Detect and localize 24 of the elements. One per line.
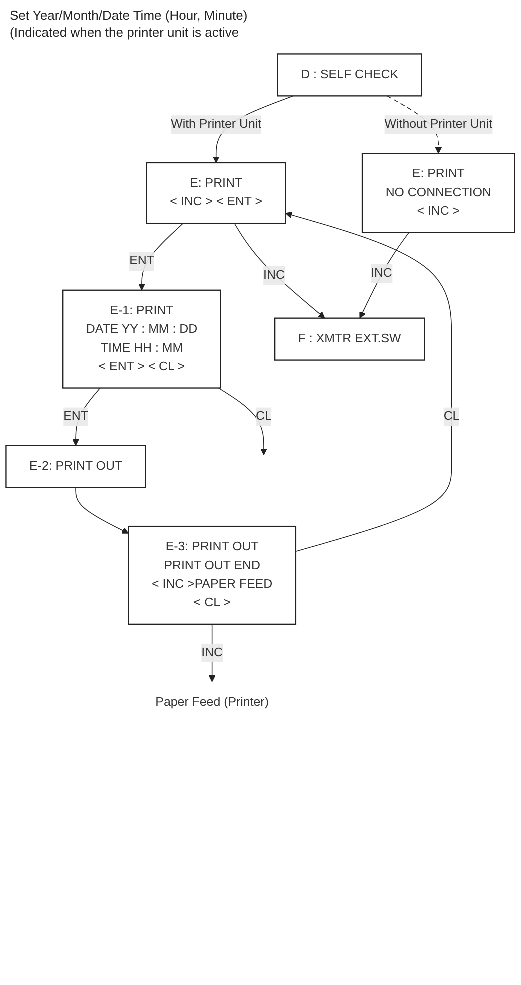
node-box: E-2: PRINT OUT	[6, 445, 146, 488]
node-box: F : XMTR EXT.SW	[274, 318, 426, 361]
edge-label: With Printer Unit	[171, 118, 262, 132]
node-box: E-1: PRINT DATE YY : MM : DD TIME HH : MM < ENT > < CL >	[62, 290, 222, 389]
node-box: E-3: PRINT OUT PRINT OUT END < INC >PAPER FEED < CL >	[128, 526, 297, 626]
edge-label: INC	[202, 646, 224, 660]
node-box: E: PRINT < INC > < ENT >	[146, 162, 286, 224]
edge-label: INC	[264, 268, 285, 282]
arrow	[76, 487, 129, 534]
arrow	[286, 212, 452, 552]
arrow	[234, 223, 326, 319]
edge-label: ENT	[64, 410, 88, 424]
edge-label: INC	[371, 266, 392, 280]
edge-label: Without Printer Unit	[384, 118, 493, 132]
node-box: E: PRINT NO CONNECTION < INC >	[362, 153, 516, 234]
arrow	[360, 232, 410, 319]
arrow	[218, 388, 268, 456]
note-text: Set Year/Month/Date Time (Hour, Minute)	[10, 8, 249, 23]
edge-label: CL	[256, 410, 272, 424]
note-text: (Indicated when the printer unit is active	[10, 25, 240, 40]
node-box: D : SELF CHECK	[277, 54, 422, 97]
edge-label: ENT	[130, 254, 154, 268]
node-text: Paper Feed (Printer)	[156, 696, 269, 710]
edge-label: CL	[444, 410, 460, 424]
